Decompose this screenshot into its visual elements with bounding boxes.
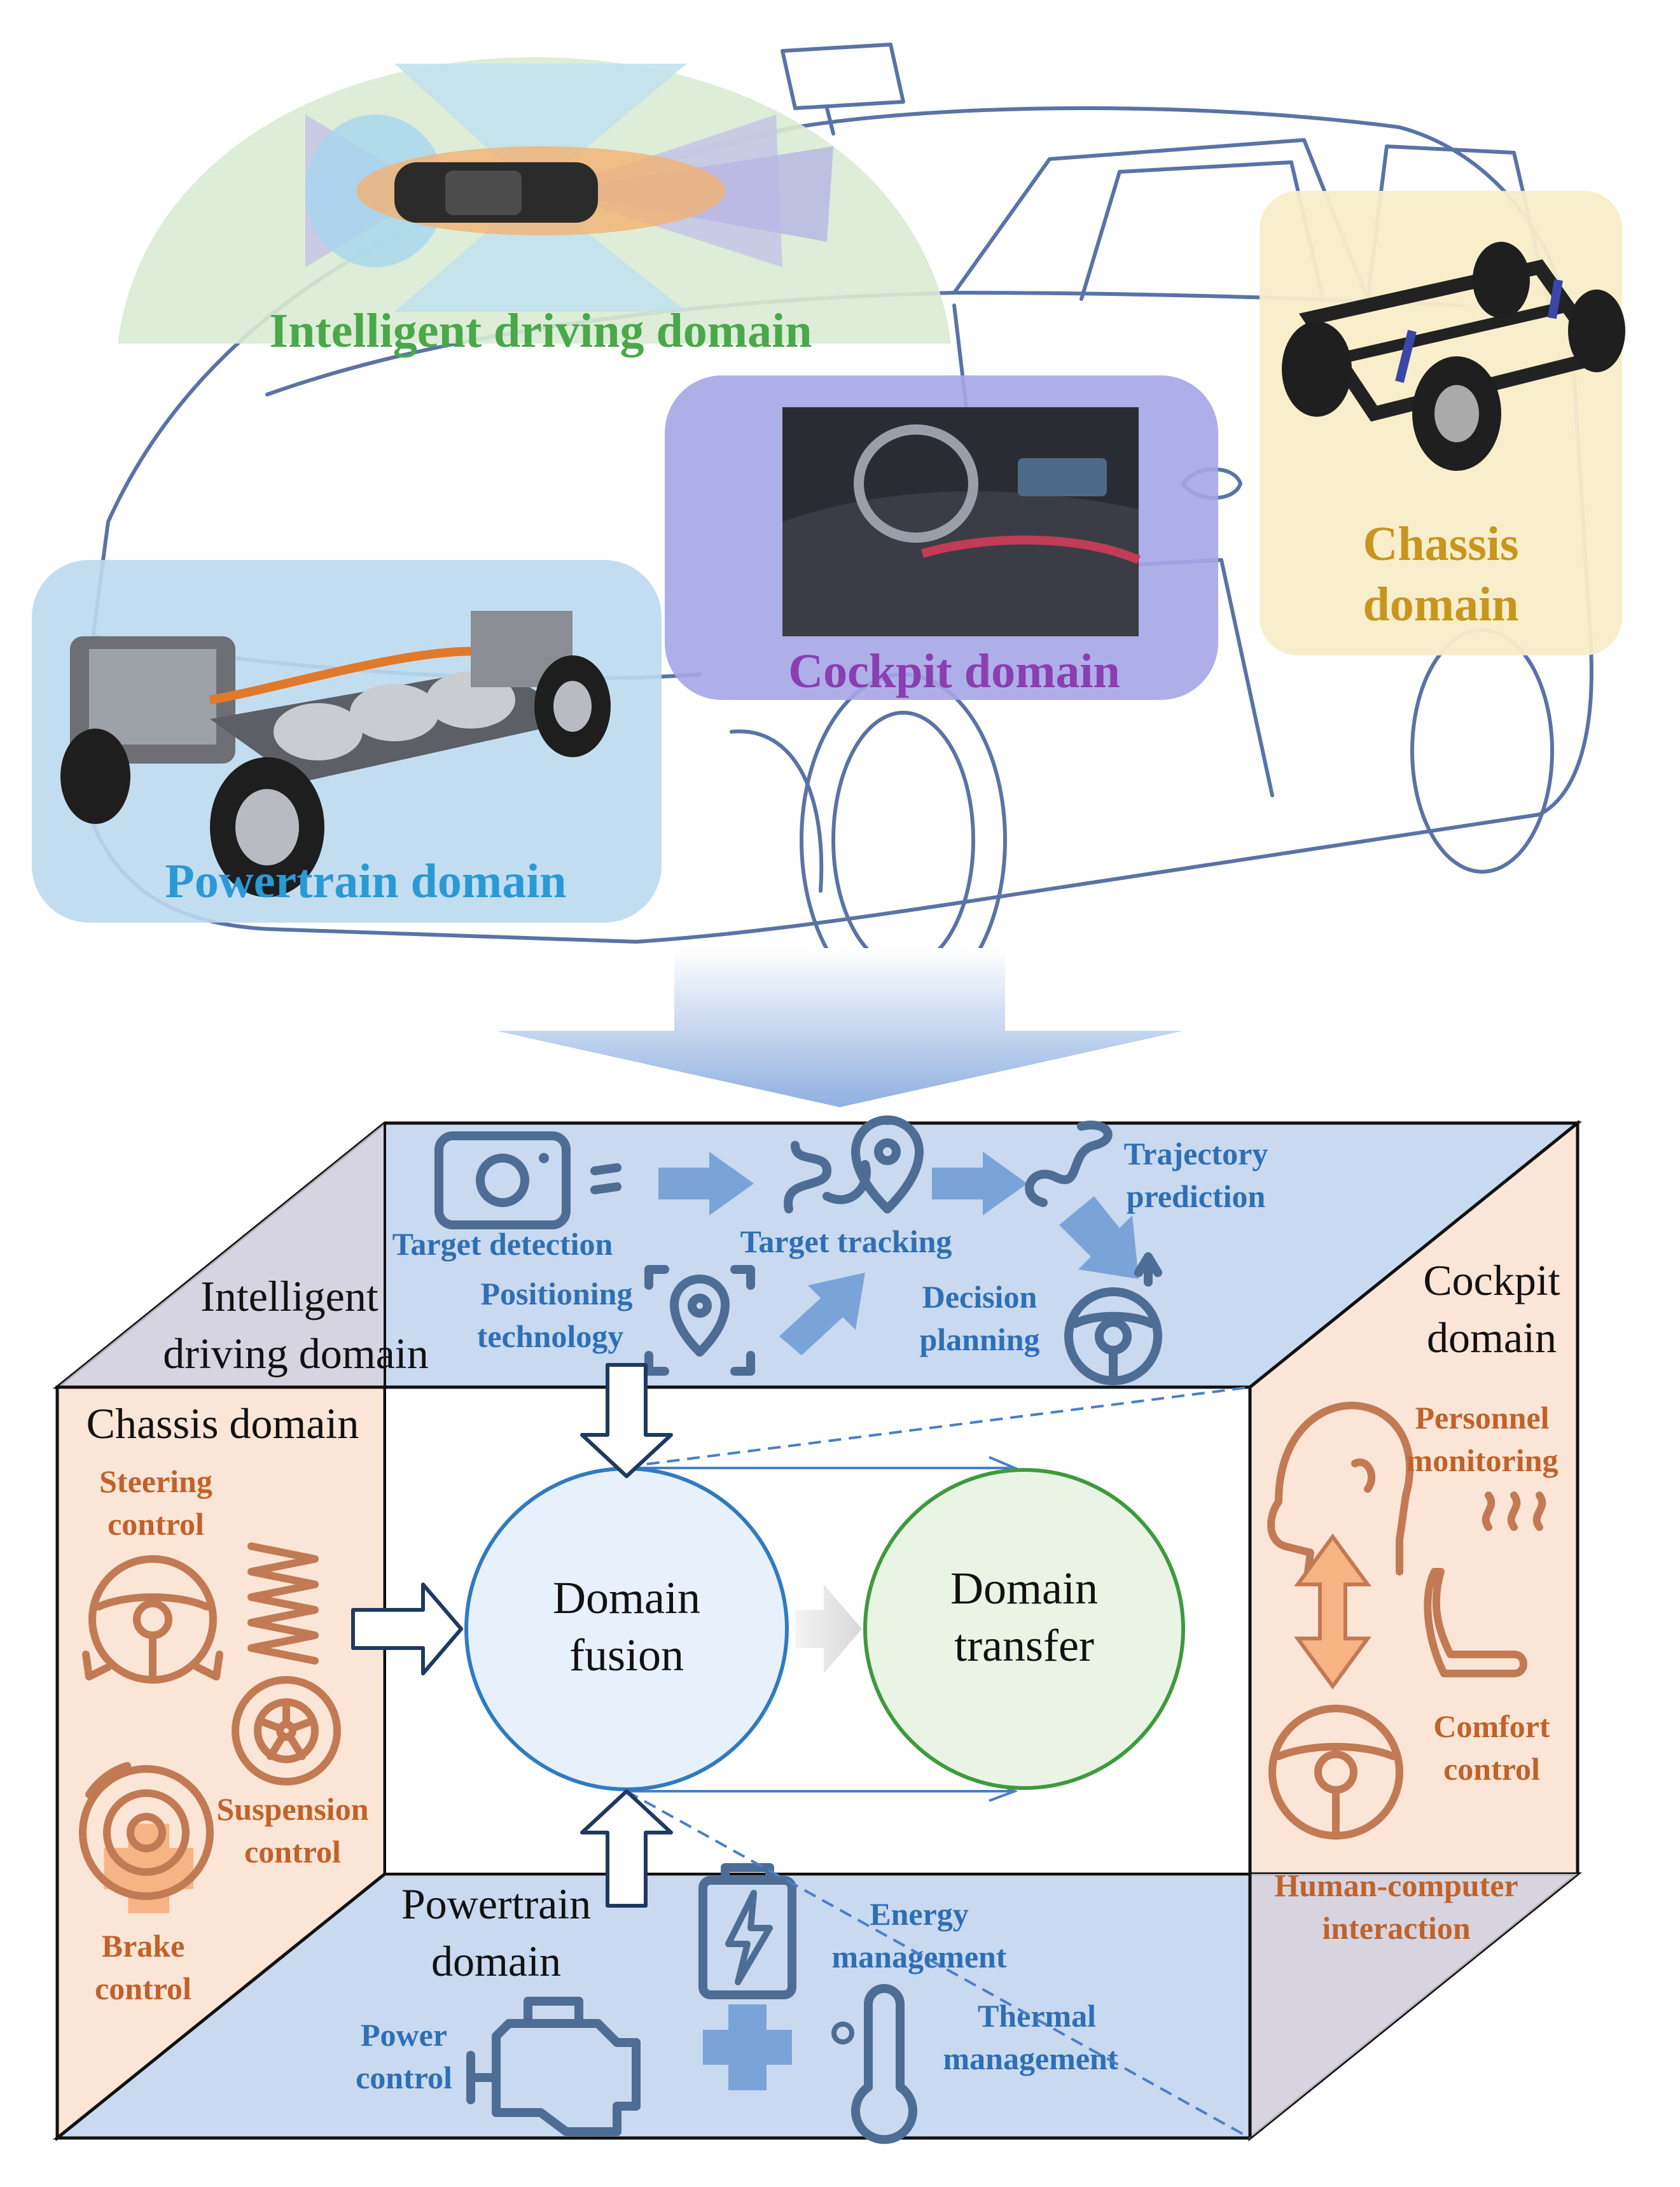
route-pin-icon bbox=[784, 1115, 924, 1213]
powertrain-chassis-image bbox=[60, 611, 611, 897]
domain-transfer-label-line2: transfer bbox=[954, 1620, 1094, 1671]
thermal-label-line1: Thermal bbox=[978, 1998, 1096, 2034]
right-input-arrow-icon bbox=[351, 1583, 463, 1675]
down-input-arrow-icon bbox=[580, 1363, 673, 1478]
domain-box bbox=[52, 1119, 1583, 2142]
cockpit-region: Cockpit domain bbox=[665, 375, 1218, 700]
positioning-label-line1: Positioning bbox=[481, 1276, 633, 1311]
personnel-label-line2: monitoring bbox=[1406, 1443, 1559, 1478]
domain-fusion-label-line1: Domain bbox=[553, 1572, 700, 1623]
box-intelligent-title-line2: driving domain bbox=[163, 1329, 428, 1378]
thermometer-icon bbox=[831, 1984, 917, 2144]
engine-icon bbox=[466, 1997, 641, 2136]
chassis-domain-label-line2: domain bbox=[1363, 578, 1519, 631]
hci-label-line2: interaction bbox=[1322, 1910, 1470, 1946]
comfort-label-line1: Comfort bbox=[1433, 1708, 1550, 1744]
domain-transfer-label-line1: Domain bbox=[950, 1563, 1098, 1614]
personnel-label-line1: Personnel bbox=[1415, 1400, 1549, 1436]
heated-seat-icon bbox=[1424, 1492, 1546, 1677]
suspension-label-line1: Suspension bbox=[216, 1791, 368, 1827]
chassis-domain-label-line1: Chassis bbox=[1363, 517, 1519, 571]
up-input-arrow-icon bbox=[580, 1789, 673, 1908]
plus-icon bbox=[703, 2004, 792, 2090]
battery-icon bbox=[698, 1863, 796, 1999]
energy-label-line2: management bbox=[832, 1939, 1007, 1974]
decision-label-line2: planning bbox=[919, 1322, 1039, 1357]
target-tracking-label: Target tracking bbox=[740, 1224, 952, 1259]
trajectory-label-line1: Trajectory bbox=[1124, 1136, 1268, 1171]
suspension-label-line2: control bbox=[244, 1834, 341, 1869]
projection-dashed-line bbox=[626, 1790, 1251, 2139]
comfort-label-line2: control bbox=[1443, 1751, 1540, 1787]
box-intelligent-title-line1: Intelligent bbox=[200, 1272, 378, 1320]
box-powertrain-title-line1: Powertrain bbox=[401, 1880, 591, 1928]
hci-label-line1: Human-computer bbox=[1274, 1868, 1518, 1903]
box-chassis-title: Chassis domain bbox=[87, 1399, 359, 1448]
spring-icon bbox=[247, 1542, 319, 1665]
arrow-up-right-icon bbox=[779, 1273, 865, 1355]
cockpit-steering-wheel-icon bbox=[1268, 1705, 1403, 1840]
double-arrow-icon bbox=[1294, 1533, 1371, 1690]
brake-label-line2: control bbox=[95, 1971, 191, 2006]
decision-label-line1: Decision bbox=[922, 1279, 1038, 1315]
energy-label-line1: Energy bbox=[870, 1896, 969, 1932]
projection-dashed-line bbox=[626, 1386, 1251, 1468]
brake-disc-icon bbox=[79, 1762, 214, 1900]
steering-label-line2: control bbox=[108, 1506, 204, 1542]
box-cockpit-title-line1: Cockpit bbox=[1423, 1256, 1560, 1304]
domain-fusion-label-line2: fusion bbox=[569, 1630, 684, 1680]
grey-arrow-icon bbox=[795, 1584, 862, 1673]
powertrain-region: Powertrain domain bbox=[32, 560, 662, 923]
box-cockpit-title-line2: domain bbox=[1427, 1313, 1557, 1362]
domain-fusion-circle bbox=[464, 1467, 789, 1791]
arrow-right-icon bbox=[658, 1152, 754, 1215]
arrow-down-right-icon bbox=[1059, 1196, 1139, 1279]
camera-icon bbox=[434, 1131, 621, 1229]
intelligent-driving-region: Intelligent driving domain bbox=[118, 57, 951, 358]
arrow-right-icon bbox=[932, 1152, 1027, 1215]
domain-transfer-circle bbox=[863, 1468, 1185, 1790]
trajectory-label-line2: prediction bbox=[1127, 1178, 1266, 1214]
steering-label-line1: Steering bbox=[99, 1464, 212, 1499]
chassis-frame-image bbox=[1282, 242, 1625, 471]
wheel-icon bbox=[232, 1676, 341, 1785]
target-detection-label: Target detection bbox=[392, 1226, 613, 1262]
powertrain-domain-label: Powertrain domain bbox=[165, 855, 566, 908]
brake-label-line1: Brake bbox=[102, 1928, 185, 1964]
intelligent-driving-domain-label: Intelligent driving domain bbox=[270, 304, 812, 358]
steering-control-icon bbox=[82, 1555, 223, 1684]
power-label-line1: Power bbox=[361, 2017, 447, 2053]
box-powertrain-title-line2: domain bbox=[431, 1937, 561, 1985]
thermal-label-line2: management bbox=[943, 2041, 1118, 2076]
chassis-region: Chassis domain bbox=[1260, 191, 1625, 655]
trajectory-icon bbox=[1025, 1121, 1113, 1207]
power-label-line2: control bbox=[356, 2060, 452, 2095]
positioning-icon bbox=[644, 1265, 755, 1376]
positioning-label-line2: technology bbox=[477, 1318, 624, 1354]
steering-wheel-icon bbox=[1064, 1252, 1162, 1385]
cockpit-domain-label: Cockpit domain bbox=[788, 645, 1120, 698]
down-arrow-icon bbox=[496, 948, 1183, 1107]
